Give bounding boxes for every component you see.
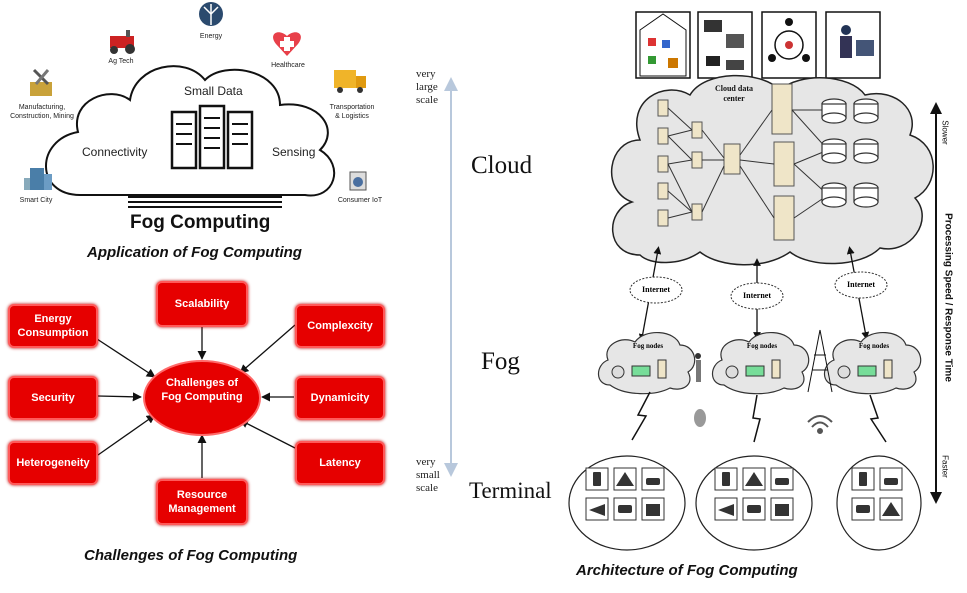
medical-cross-icon <box>273 32 301 56</box>
challenge-complexcity: Complexcity <box>295 304 385 348</box>
cloud-label-sensing: Sensing <box>272 145 316 159</box>
fog-node-devices <box>611 359 893 379</box>
internet-label-2: Internet <box>743 291 771 300</box>
radio-tower-icon <box>807 329 833 393</box>
cloud-label-connectivity: Connectivity <box>82 145 148 159</box>
app-label-ag-tech: Ag Tech <box>108 58 134 65</box>
wireless-links <box>631 391 887 443</box>
app-label-consumer-iot: Consumer IoT <box>337 197 383 204</box>
devices-icon <box>704 20 744 70</box>
antenna-icon <box>695 353 701 382</box>
internet-label-3: Internet <box>847 280 875 289</box>
challenge-latency: Latency <box>295 441 385 485</box>
wifi-icon <box>807 415 833 434</box>
fog-nodes-label-2: Fog nodes <box>746 342 778 350</box>
layer-label-terminal: Terminal <box>469 478 552 503</box>
fog-computing-title: Fog Computing <box>130 212 271 233</box>
cloud-data-center-label: Cloud data center <box>714 84 753 103</box>
layer-label-cloud: Cloud <box>471 152 533 179</box>
challenge-security: Security <box>8 376 98 420</box>
application-cloud-outline <box>45 65 336 197</box>
tools-icon <box>30 68 52 96</box>
internet-label-1: Internet <box>642 285 670 294</box>
washing-machine-icon <box>349 171 367 191</box>
worker-icon <box>840 25 874 58</box>
app-label-energy: Energy <box>199 33 223 40</box>
building-icon <box>24 168 52 190</box>
layer-label-fog: Fog <box>481 348 520 375</box>
app-label-smart-city: Smart City <box>19 197 53 204</box>
challenge-resource-management: Resource Management <box>156 479 248 525</box>
speed-axis-slower: Slower <box>940 120 950 145</box>
challenges-center-label: Challenges of Fog Computing <box>161 377 243 403</box>
server-rack-icon <box>170 104 254 170</box>
app-label-transportation: Transportation & Logistics <box>329 104 375 120</box>
app-label-manufacturing: Manufacturing, Construction, Mining <box>10 104 74 120</box>
cloud-label-small-data: Small Data <box>184 84 243 98</box>
database-icons <box>821 98 879 208</box>
scale-bottom-label: very small scale <box>416 456 440 494</box>
challenge-energy-consumption: Energy Consumption <box>8 304 98 348</box>
speed-axis-faster: Faster <box>940 455 950 478</box>
app-label-healthcare: Healthcare <box>271 62 305 69</box>
bluetooth-icon <box>694 409 706 427</box>
application-caption: Application of Fog Computing <box>87 244 302 261</box>
challenges-center-ellipse <box>143 360 261 436</box>
terminal-glyphs <box>589 472 900 516</box>
truck-icon <box>334 70 366 93</box>
challenge-dynamicity: Dynamicity <box>295 376 385 420</box>
fog-nodes-label-3: Fog nodes <box>858 342 890 350</box>
smart-home-icon <box>639 13 687 77</box>
challenges-arrows <box>96 324 296 478</box>
fog-nodes-label-1: Fog nodes <box>632 342 664 350</box>
internet-clouds <box>629 271 888 310</box>
architecture-diagram <box>444 11 942 551</box>
challenge-heterogeneity: Heterogeneity <box>8 441 98 485</box>
fog-application-diagram <box>24 2 367 208</box>
fog-node-clouds <box>597 332 922 395</box>
speed-axis-label: Processing Speed / Response Time <box>942 213 954 382</box>
architecture-caption: Architecture of Fog Computing <box>576 562 798 579</box>
challenges-caption: Challenges of Fog Computing <box>84 547 298 564</box>
ground-lines <box>128 196 282 208</box>
tractor-icon <box>110 30 135 54</box>
challenge-scalability: Scalability <box>156 281 248 327</box>
wind-turbine-icon <box>199 2 223 26</box>
scale-top-label: very large scale <box>416 68 438 106</box>
people-network-icon <box>768 18 810 62</box>
